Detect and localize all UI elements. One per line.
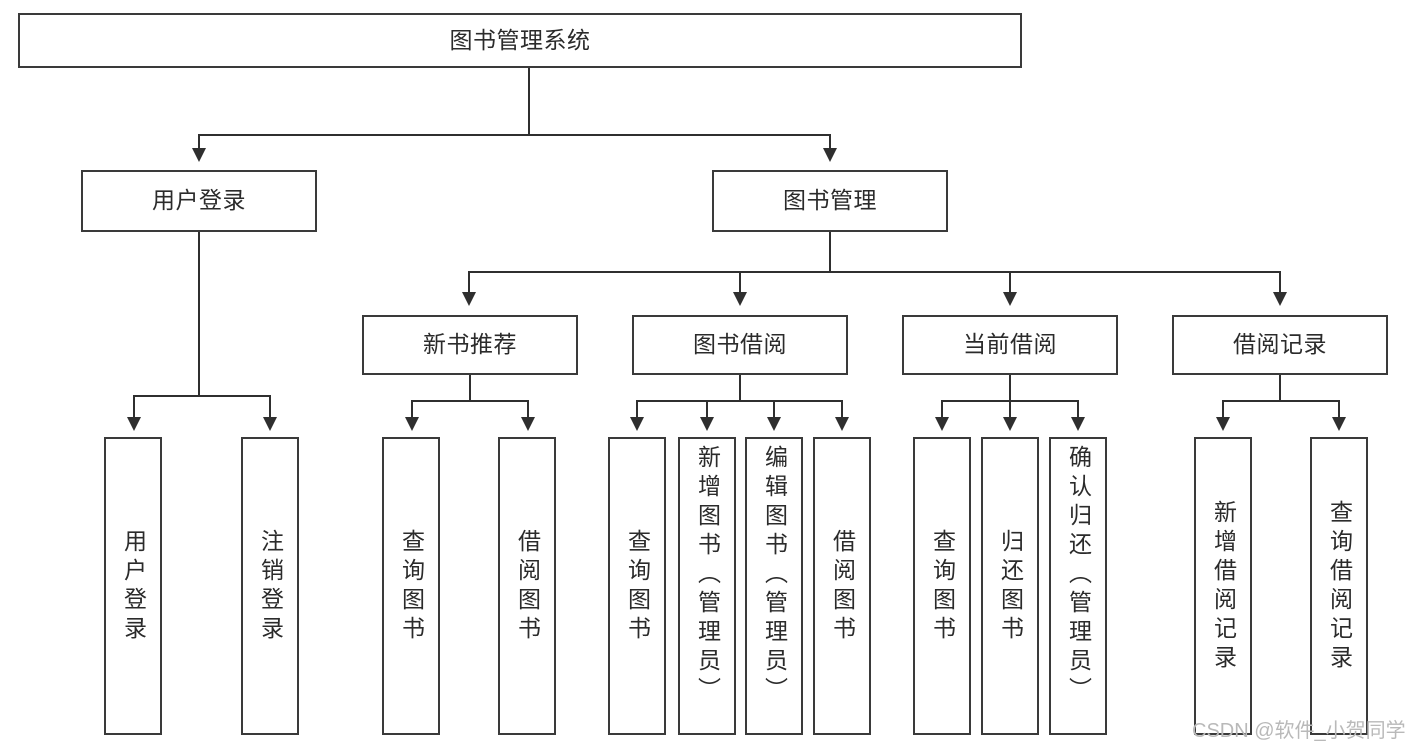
node-leaf-query-record-label: 查询借阅记录 — [1326, 500, 1353, 674]
connector-level3-bus — [468, 271, 1280, 273]
connector-to-leaf-confirm-return — [1077, 400, 1079, 418]
node-leaf-add-book[interactable]: 新增图书（管理员） — [678, 437, 736, 735]
connector-to-leaf-query-book-1 — [411, 400, 413, 418]
arrow-to-leaf-query-book-2 — [630, 417, 644, 431]
node-leaf-confirm-return-label: 确认归还（管理员） — [1065, 445, 1092, 706]
connector-to-leaf-add-record — [1222, 400, 1224, 418]
connector-to-leaf-query-book-2 — [636, 400, 638, 418]
connector-to-leaf-add-book — [706, 400, 708, 418]
arrow-to-leaf-add-book — [700, 417, 714, 431]
node-leaf-add-record[interactable]: 新增借阅记录 — [1194, 437, 1252, 735]
node-borrow-record-label: 借阅记录 — [1233, 331, 1327, 358]
connector-new-book-rec-bus — [411, 400, 528, 402]
node-leaf-query-book-1-label: 查询图书 — [398, 529, 425, 645]
node-user-login[interactable]: 用户登录 — [81, 170, 317, 232]
node-root-label: 图书管理系统 — [449, 26, 591, 53]
arrow-to-current-borrow — [1003, 292, 1017, 306]
connector-to-leaf-query-record — [1338, 400, 1340, 418]
connector-to-new-book-rec — [468, 271, 470, 293]
connector-to-leaf-user-login — [133, 395, 135, 418]
arrow-to-book-manage — [823, 148, 837, 162]
arrow-to-leaf-add-record — [1216, 417, 1230, 431]
connector-to-leaf-query-book-3 — [941, 400, 943, 418]
connector-user-login-stem — [198, 232, 200, 396]
node-leaf-confirm-return[interactable]: 确认归还（管理员） — [1049, 437, 1107, 735]
node-current-borrow[interactable]: 当前借阅 — [902, 315, 1118, 375]
connector-to-leaf-borrow-book-1 — [527, 400, 529, 418]
connector-borrow-record-bus — [1222, 400, 1339, 402]
node-leaf-query-book-1[interactable]: 查询图书 — [382, 437, 440, 735]
node-leaf-edit-book[interactable]: 编辑图书（管理员） — [745, 437, 803, 735]
connector-book-manage-stem — [829, 232, 831, 272]
arrow-to-leaf-edit-book — [767, 417, 781, 431]
connector-to-leaf-logout — [269, 395, 271, 418]
connector-to-book-manage — [829, 134, 831, 150]
node-leaf-borrow-book-2-label: 借阅图书 — [829, 529, 856, 645]
connector-to-leaf-edit-book — [773, 400, 775, 418]
arrow-to-leaf-query-record — [1332, 417, 1346, 431]
node-root[interactable]: 图书管理系统 — [18, 13, 1022, 68]
connector-borrow-record-stem — [1279, 375, 1281, 401]
arrow-to-leaf-return-book — [1003, 417, 1017, 431]
node-leaf-query-book-2-label: 查询图书 — [624, 529, 651, 645]
arrow-to-leaf-query-book-1 — [405, 417, 419, 431]
connector-to-user-login — [198, 134, 200, 150]
connector-root-stem — [528, 68, 530, 134]
node-leaf-return-book-label: 归还图书 — [997, 529, 1024, 645]
arrow-to-leaf-logout — [263, 417, 277, 431]
node-leaf-user-login[interactable]: 用户登录 — [104, 437, 162, 735]
connector-to-book-borrow — [739, 271, 741, 293]
node-leaf-query-book-3-label: 查询图书 — [929, 529, 956, 645]
connector-book-borrow-stem — [739, 375, 741, 401]
node-leaf-user-login-label: 用户登录 — [120, 529, 147, 645]
node-borrow-record[interactable]: 借阅记录 — [1172, 315, 1388, 375]
connector-book-borrow-bus — [636, 400, 842, 402]
node-leaf-add-book-label: 新增图书（管理员） — [694, 445, 721, 706]
node-leaf-logout[interactable]: 注销登录 — [241, 437, 299, 735]
node-leaf-query-book-2[interactable]: 查询图书 — [608, 437, 666, 735]
node-leaf-query-book-3[interactable]: 查询图书 — [913, 437, 971, 735]
connector-current-borrow-stem — [1009, 375, 1011, 401]
arrow-to-borrow-record — [1273, 292, 1287, 306]
node-leaf-query-record[interactable]: 查询借阅记录 — [1310, 437, 1368, 735]
arrow-to-book-borrow — [733, 292, 747, 306]
arrow-to-leaf-borrow-book-1 — [521, 417, 535, 431]
node-leaf-borrow-book-2[interactable]: 借阅图书 — [813, 437, 871, 735]
connector-to-leaf-borrow-book-2 — [841, 400, 843, 418]
node-new-book-rec-label: 新书推荐 — [423, 331, 517, 358]
node-new-book-rec[interactable]: 新书推荐 — [362, 315, 578, 375]
node-user-login-label: 用户登录 — [152, 187, 246, 214]
connector-level2-bus — [198, 134, 830, 136]
arrow-to-leaf-borrow-book-2 — [835, 417, 849, 431]
node-leaf-logout-label: 注销登录 — [257, 529, 284, 645]
connector-new-book-rec-stem — [469, 375, 471, 401]
node-leaf-add-record-label: 新增借阅记录 — [1210, 500, 1237, 674]
arrow-to-new-book-rec — [462, 292, 476, 306]
node-book-manage-label: 图书管理 — [783, 187, 877, 214]
node-leaf-return-book[interactable]: 归还图书 — [981, 437, 1039, 735]
arrow-to-leaf-user-login — [127, 417, 141, 431]
node-book-manage[interactable]: 图书管理 — [712, 170, 948, 232]
connector-to-borrow-record — [1279, 271, 1281, 293]
connector-user-login-bus — [133, 395, 270, 397]
watermark-text: CSDN @软件_小贺同学 — [1192, 720, 1405, 742]
node-leaf-borrow-book-1-label: 借阅图书 — [514, 529, 541, 645]
arrow-to-user-login — [192, 148, 206, 162]
node-leaf-edit-book-label: 编辑图书（管理员） — [761, 445, 788, 706]
node-book-borrow[interactable]: 图书借阅 — [632, 315, 848, 375]
arrow-to-leaf-confirm-return — [1071, 417, 1085, 431]
connector-to-current-borrow — [1009, 271, 1011, 293]
arrow-to-leaf-query-book-3 — [935, 417, 949, 431]
node-book-borrow-label: 图书借阅 — [693, 331, 787, 358]
connector-to-leaf-return-book — [1009, 400, 1011, 418]
node-current-borrow-label: 当前借阅 — [963, 331, 1057, 358]
node-leaf-borrow-book-1[interactable]: 借阅图书 — [498, 437, 556, 735]
